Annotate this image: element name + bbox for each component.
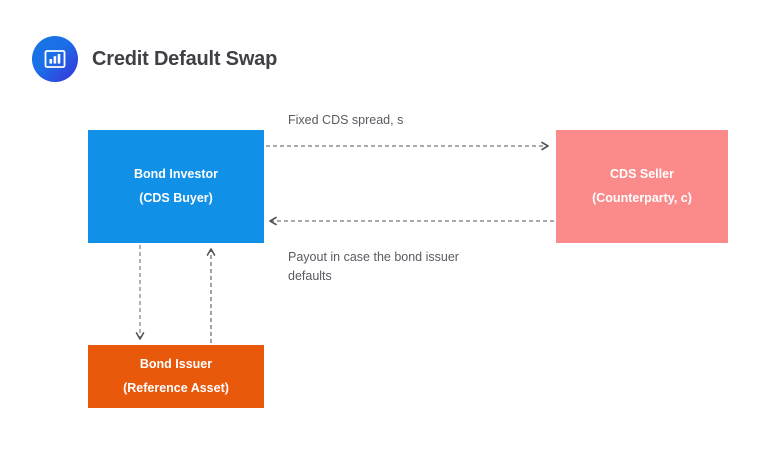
node-bond-investor-line1: Bond Investor — [133, 167, 219, 182]
header: Credit Default Swap — [32, 36, 277, 82]
edge-label-fixed-cds-spread: Fixed CDS spread, s — [288, 113, 404, 127]
node-bond-issuer-line2: (Reference Asset) — [123, 380, 229, 395]
page-title: Credit Default Swap — [92, 47, 278, 70]
node-bond-investor[interactable]: Bond Investor (CDS Buyer) — [88, 130, 264, 243]
edge-label-payout: Payout in case the bond issuer defaults — [288, 250, 459, 284]
node-cds-seller-line1: CDS Seller — [610, 167, 674, 182]
node-cds-seller-line2: (Counterparty, c) — [592, 190, 692, 205]
node-bond-investor-line2: (CDS Buyer) — [139, 190, 213, 205]
bar-chart-icon — [32, 36, 78, 82]
node-bond-issuer[interactable]: Bond Issuer (Reference Asset) — [88, 345, 264, 408]
node-cds-seller[interactable]: CDS Seller (Counterparty, c) — [556, 130, 728, 243]
node-bond-issuer-line1: Bond Issuer — [139, 357, 213, 372]
